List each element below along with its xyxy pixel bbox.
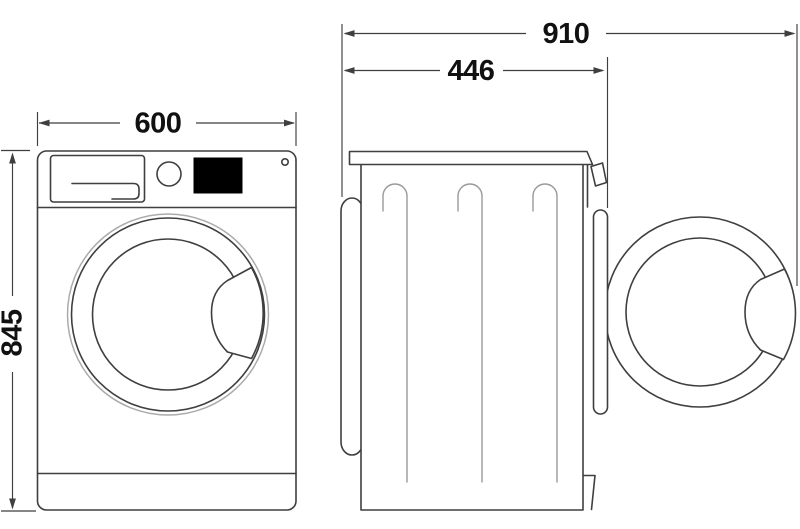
width-dimension-label: 600 (135, 108, 182, 140)
door-hinge-strip (592, 209, 609, 415)
arrowhead-left-icon (38, 119, 50, 127)
door-handle (210, 266, 264, 360)
door-outer-ring (70, 217, 266, 412)
arrowhead-left-icon (343, 30, 355, 37)
side-body (360, 163, 584, 511)
open-door-handle (744, 268, 797, 361)
panel-groove (382, 183, 408, 483)
power-button-icon (280, 158, 289, 167)
panel-groove (532, 183, 558, 483)
detergent-drawer (49, 154, 146, 203)
arrowhead-left-icon (343, 67, 355, 74)
height-dimension-label: 845 (0, 309, 29, 356)
height-dimension: 845 (0, 149, 36, 512)
front-toe-line (582, 474, 596, 511)
door-seal-ring (66, 213, 270, 416)
arrowhead-right-icon (593, 67, 605, 74)
arrowhead-up-icon (9, 152, 16, 164)
dimensions: 600 845 910 (0, 18, 798, 512)
width-dimension: 600 (36, 108, 297, 146)
arrowhead-right-icon (784, 30, 796, 37)
depth-open-dimension-label: 910 (543, 18, 590, 50)
depth-dimension: 446 (343, 55, 609, 208)
arrowhead-down-icon (9, 498, 16, 510)
panel-groove (457, 183, 483, 483)
detergent-drawer-handle (71, 182, 140, 200)
side-view (340, 150, 797, 511)
depth-open-dimension: 910 (341, 18, 798, 286)
depth-dimension-label: 446 (448, 55, 495, 87)
display-panel (193, 157, 243, 194)
arrowhead-right-icon (284, 119, 295, 127)
back-bulge (340, 197, 364, 456)
front-view (36, 150, 297, 511)
side-worktop (348, 150, 594, 166)
side-control-panel-edge (590, 162, 608, 187)
control-knob (156, 161, 182, 187)
